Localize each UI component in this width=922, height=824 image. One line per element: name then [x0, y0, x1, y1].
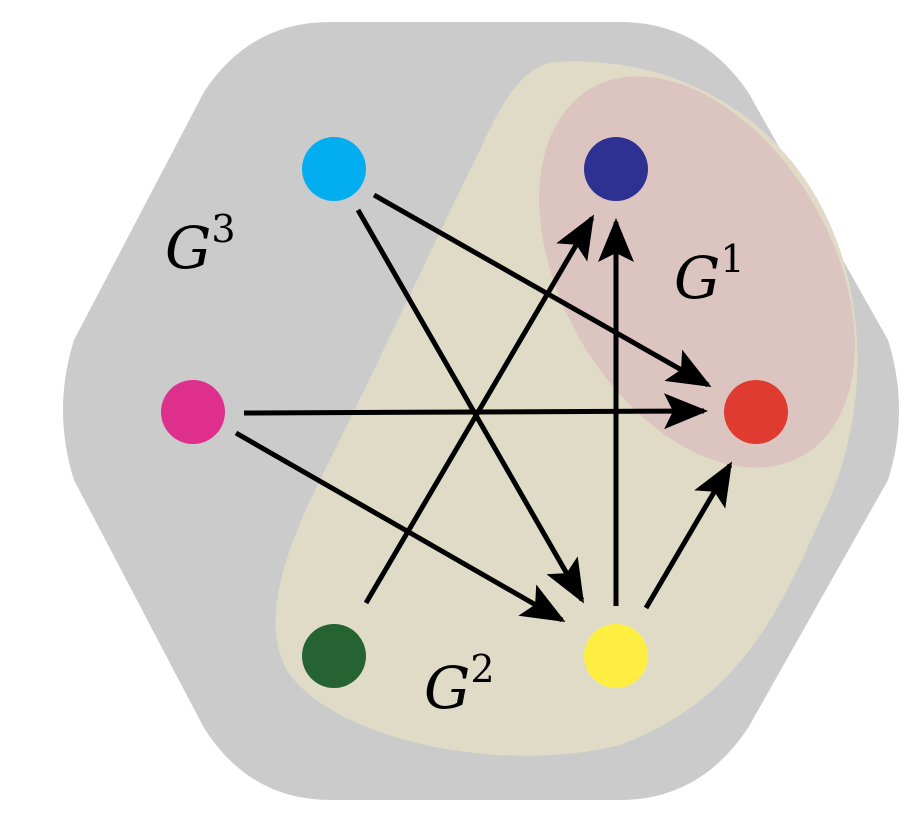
node-darkgreen — [302, 624, 366, 688]
node-magenta — [161, 380, 225, 444]
label-g1: G1 — [674, 237, 745, 312]
edge-yellow-red — [643, 461, 733, 610]
node-yellow — [584, 624, 648, 688]
label-g2-sup: 2 — [470, 647, 494, 691]
label-g3-base: G — [165, 214, 211, 282]
edge-magenta-red — [243, 393, 708, 430]
edge-magenta-yellow — [234, 430, 566, 623]
node-cyan — [302, 137, 366, 201]
node-red — [724, 380, 788, 444]
label-g2-base: G — [424, 654, 470, 722]
label-g2: G2 — [424, 647, 495, 722]
label-g3: G3 — [165, 207, 236, 282]
edge-cyan-red — [372, 192, 712, 388]
label-g3-sup: 3 — [211, 207, 235, 251]
label-g1-sup: 1 — [720, 237, 744, 281]
label-g1-base: G — [674, 244, 720, 312]
edges — [234, 192, 733, 623]
edge-darkgreen-navy — [363, 214, 595, 605]
edge-cyan-yellow — [355, 208, 585, 604]
node-navy — [584, 137, 648, 201]
